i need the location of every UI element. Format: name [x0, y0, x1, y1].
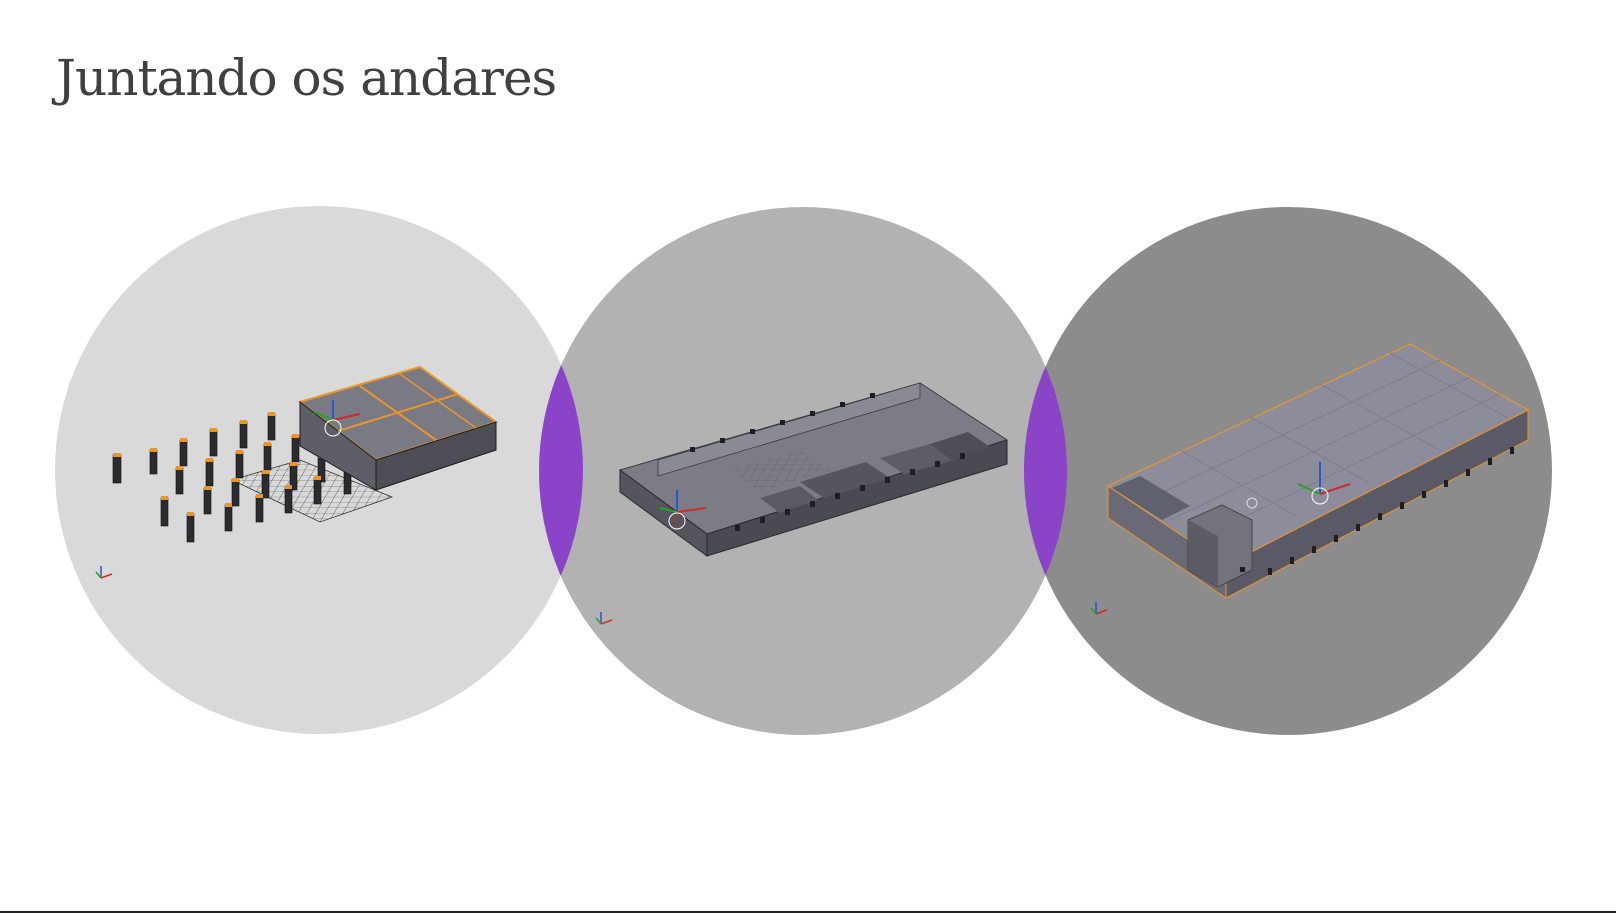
slide-title: Juntando os andares [56, 49, 557, 107]
pillars-floor-render [112, 365, 499, 543]
axis-widget-left [95, 566, 113, 579]
axis-widget-middle [595, 612, 613, 625]
full-building-render [1106, 343, 1530, 599]
ground-floor-render [618, 382, 1009, 557]
axis-widget-right [1090, 602, 1108, 615]
bottom-rule [0, 911, 1616, 913]
